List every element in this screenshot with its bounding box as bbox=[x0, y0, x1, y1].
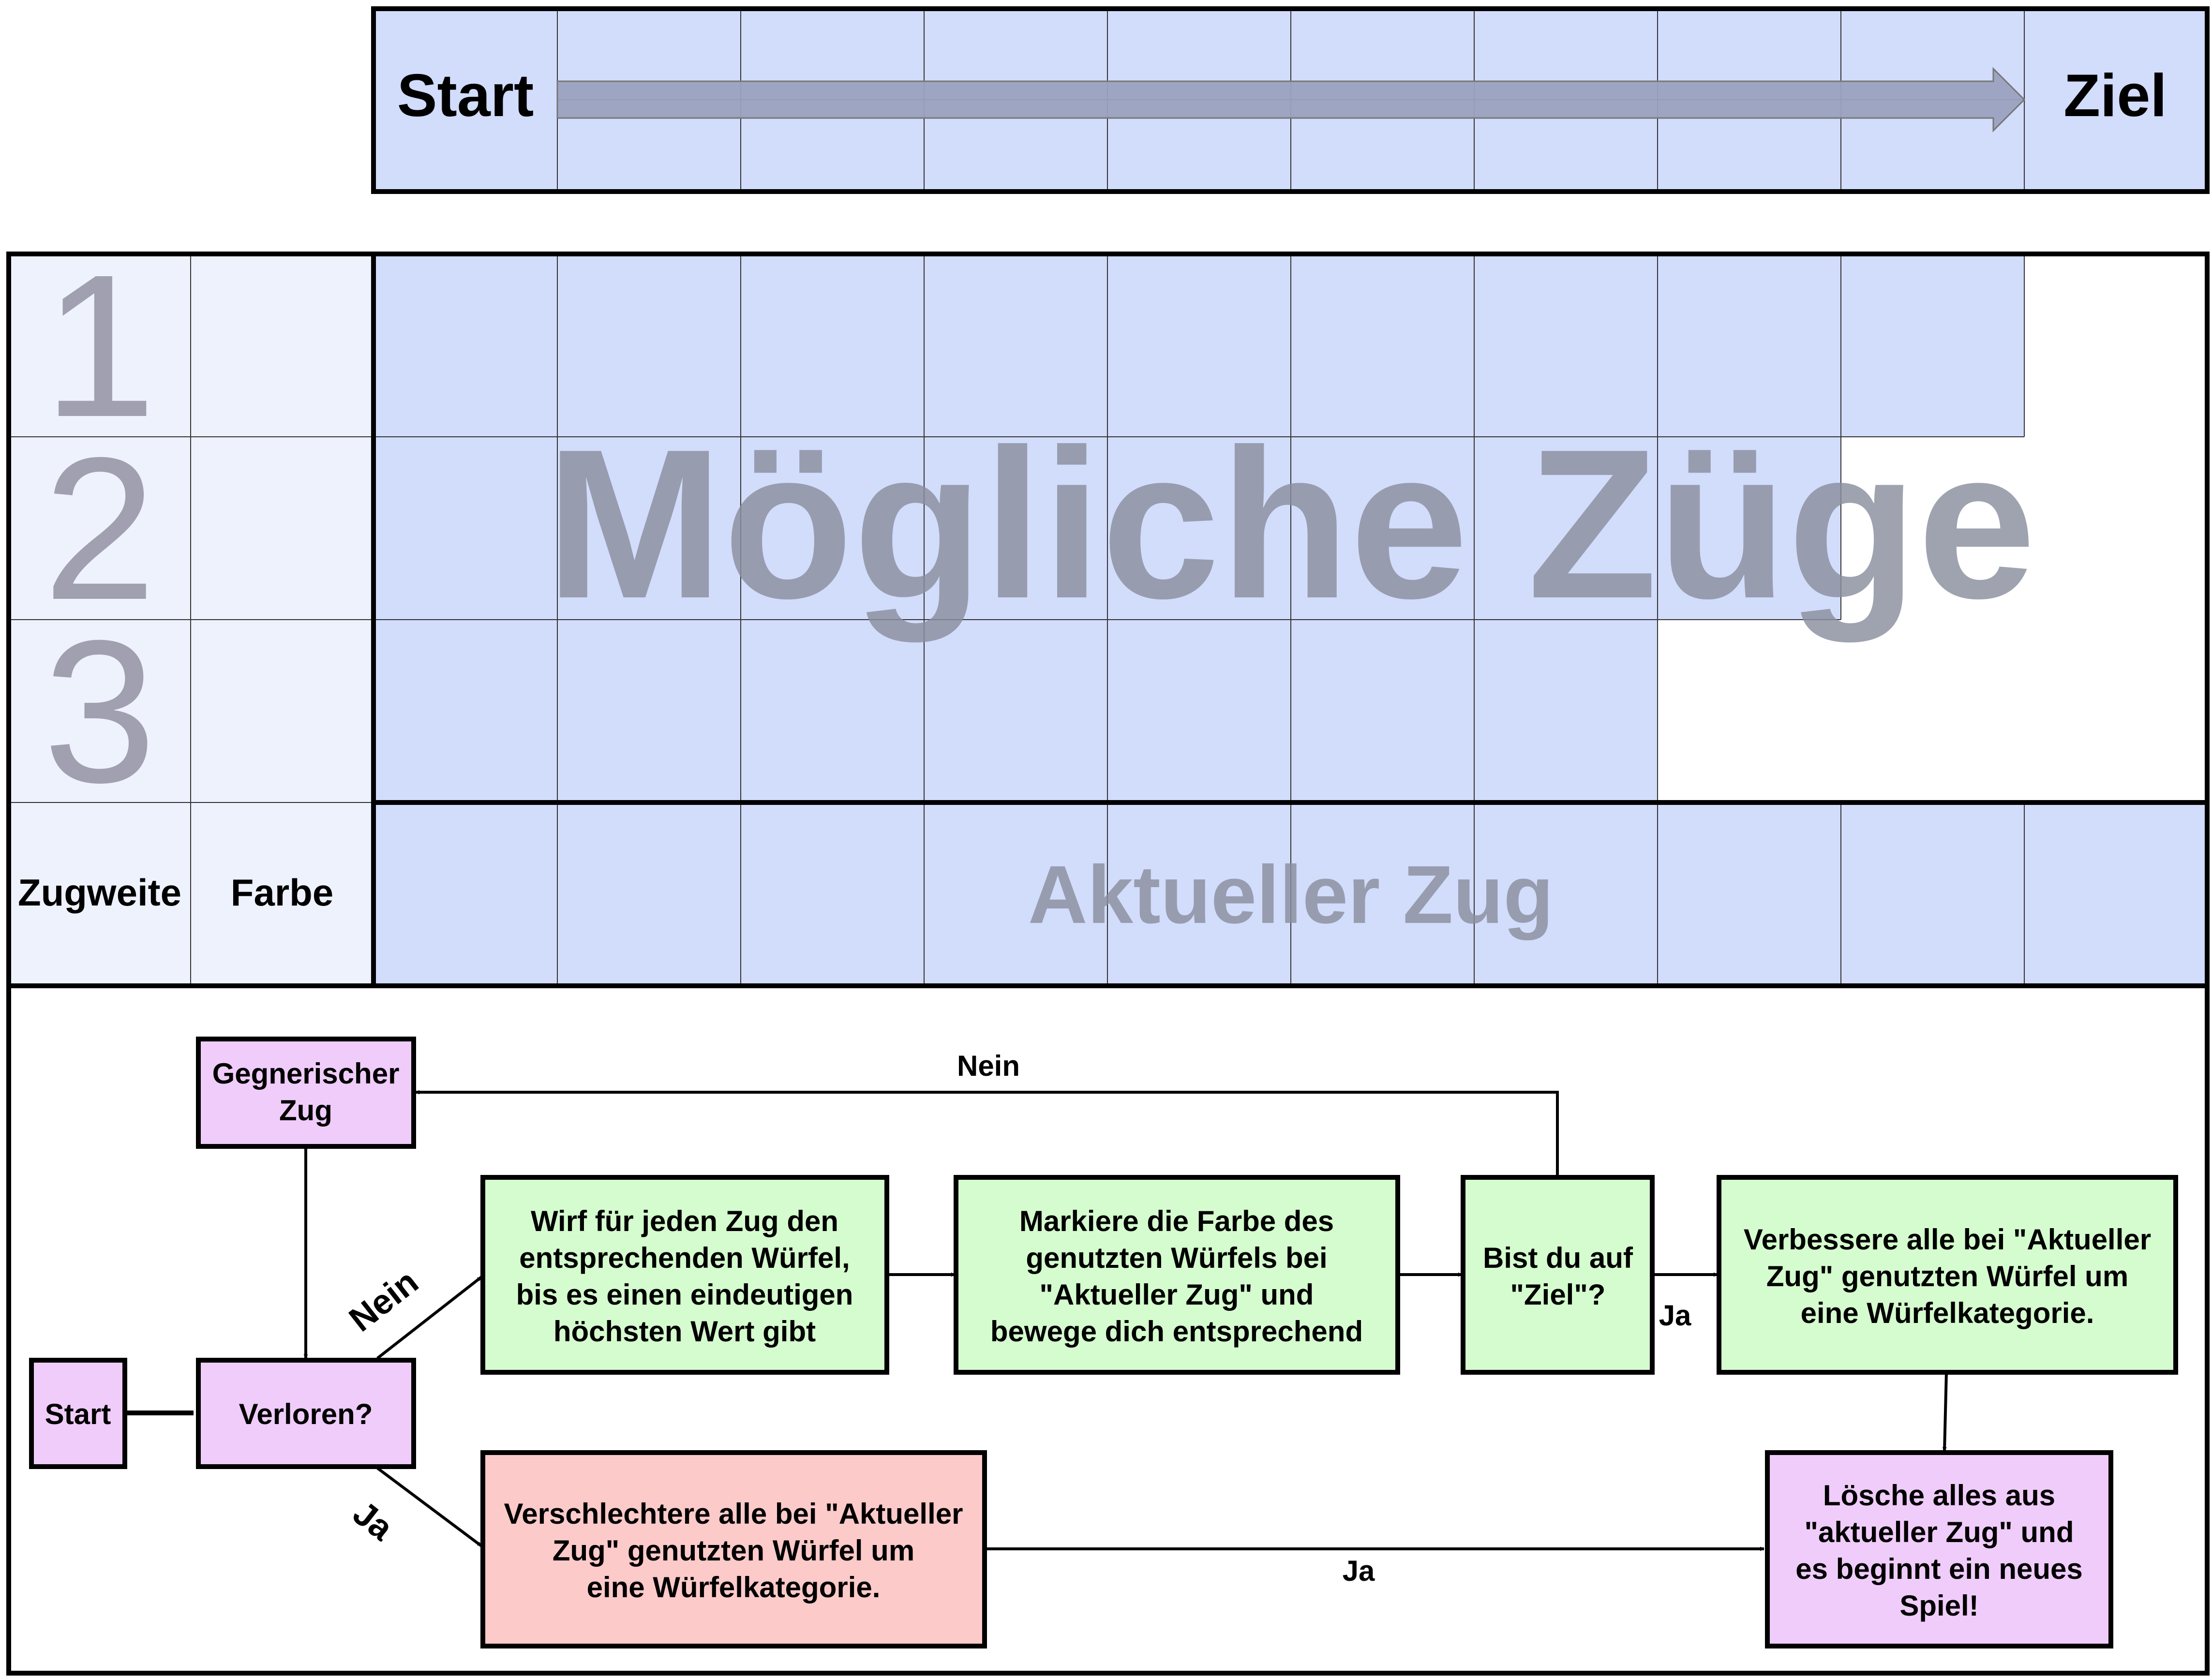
edge-label-ja-diag: Ja bbox=[346, 1494, 401, 1548]
edge-label-nein-top: Nein bbox=[957, 1050, 1020, 1082]
svg-text:genutzten Würfels bei: genutzten Würfels bei bbox=[1026, 1242, 1327, 1274]
svg-text:bis es einen eindeutigen: bis es einen eindeutigen bbox=[516, 1278, 853, 1311]
svg-text:Lösche alles aus: Lösche alles aus bbox=[1823, 1479, 2055, 1512]
flow-node-wirf: Wirf für jeden Zug den entsprechenden Wü… bbox=[480, 1175, 889, 1375]
svg-text:eine Würfelkategorie.: eine Würfelkategorie. bbox=[1801, 1297, 2094, 1329]
svg-text:entsprechenden Würfel,: entsprechenden Würfel, bbox=[519, 1242, 850, 1274]
row-number-2: 2 bbox=[43, 416, 156, 642]
svg-text:Zug" genutzten Würfel um: Zug" genutzten Würfel um bbox=[553, 1534, 914, 1567]
edge-label-ja-right: Ja bbox=[1659, 1299, 1691, 1332]
flow-node-ziel-check: Bist du auf "Ziel"? bbox=[1461, 1175, 1655, 1375]
moves-row-1 bbox=[374, 254, 2024, 437]
svg-text:Verloren?: Verloren? bbox=[239, 1398, 373, 1430]
svg-text:"aktueller Zug" und: "aktueller Zug" und bbox=[1805, 1516, 2074, 1548]
flow-node-verloren: Verloren? bbox=[196, 1358, 416, 1469]
flowchart: Nein Nein Ja Ja Ja Start Verloren? Gegne… bbox=[29, 1037, 2178, 1648]
svg-text:Zug: Zug bbox=[279, 1094, 332, 1127]
column-label-zugweite: Zugweite bbox=[18, 871, 181, 914]
svg-text:eine Würfelkategorie.: eine Würfelkategorie. bbox=[587, 1571, 881, 1604]
track: Start Ziel bbox=[371, 6, 2210, 194]
svg-text:Start: Start bbox=[45, 1398, 111, 1430]
flow-node-loesche: Lösche alles aus "aktueller Zug" und es … bbox=[1765, 1450, 2113, 1648]
flow-node-verschlechtere: Verschlechtere alle bei "Aktueller Zug" … bbox=[480, 1450, 987, 1648]
svg-text:Bist du auf: Bist du auf bbox=[1483, 1242, 1633, 1274]
svg-text:Spiel!: Spiel! bbox=[1899, 1589, 1978, 1622]
current-move-watermark: Aktueller Zug bbox=[1028, 849, 1554, 941]
svg-text:"Ziel"?: "Ziel"? bbox=[1510, 1278, 1606, 1311]
svg-text:Markiere die Farbe des: Markiere die Farbe des bbox=[1019, 1205, 1334, 1237]
track-start-label: Start bbox=[397, 62, 534, 129]
svg-text:Verschlechtere alle bei "Aktue: Verschlechtere alle bei "Aktueller bbox=[504, 1498, 963, 1530]
possible-moves-watermark: Mögliche Züge bbox=[546, 405, 2036, 644]
row-number-3: 3 bbox=[43, 598, 156, 825]
svg-text:Gegnerischer: Gegnerischer bbox=[212, 1057, 400, 1090]
flow-node-gegnerischer-zug: Gegnerischer Zug bbox=[196, 1037, 416, 1149]
svg-text:höchsten Wert gibt: höchsten Wert gibt bbox=[553, 1315, 816, 1348]
board-grid bbox=[9, 254, 2025, 986]
svg-text:Wirf für jeden Zug den: Wirf für jeden Zug den bbox=[531, 1205, 838, 1237]
svg-text:bewege dich entsprechend: bewege dich entsprechend bbox=[990, 1315, 1363, 1348]
svg-text:es beginnt ein neues: es beginnt ein neues bbox=[1795, 1553, 2082, 1585]
flow-node-verbessere: Verbessere alle bei "Aktueller Zug" genu… bbox=[1717, 1175, 2178, 1375]
moves-row-3 bbox=[374, 620, 1658, 802]
column-label-farbe: Farbe bbox=[231, 871, 333, 914]
flow-node-start: Start bbox=[29, 1358, 127, 1469]
edge-label-nein-diag: Nein bbox=[342, 1262, 425, 1339]
board: 1 2 3 Zugweite Farbe Mögliche Züge Aktue… bbox=[6, 233, 2210, 1676]
flow-node-markiere: Markiere die Farbe des genutzten Würfels… bbox=[954, 1175, 1400, 1375]
row-number-1: 1 bbox=[43, 233, 156, 460]
flow-connectors bbox=[125, 1090, 1948, 1551]
track-goal-label: Ziel bbox=[2063, 62, 2167, 129]
edge-label-ja-bottom: Ja bbox=[1343, 1555, 1375, 1587]
board-frame bbox=[6, 252, 2210, 1676]
track-arrow bbox=[556, 67, 2026, 133]
svg-text:"Aktueller Zug" und: "Aktueller Zug" und bbox=[1040, 1278, 1314, 1311]
svg-text:Zug" genutzten Würfel um: Zug" genutzten Würfel um bbox=[1766, 1260, 2128, 1292]
svg-text:Verbessere alle bei "Aktueller: Verbessere alle bei "Aktueller bbox=[1744, 1223, 2151, 1256]
